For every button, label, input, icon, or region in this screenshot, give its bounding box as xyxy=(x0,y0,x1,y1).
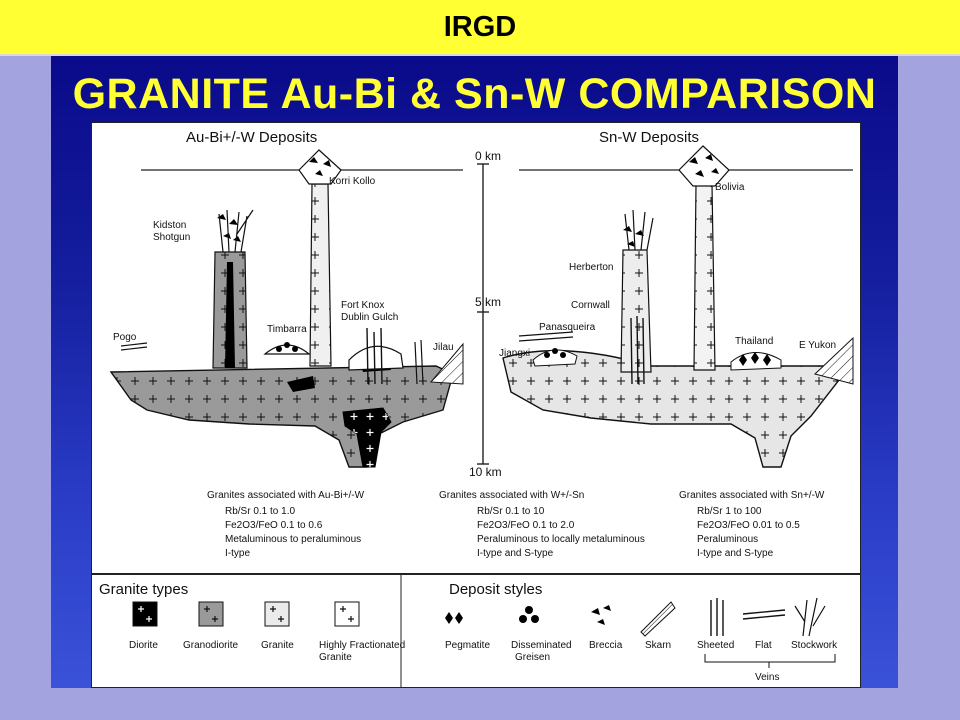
breccia-cap xyxy=(678,145,730,187)
legend-granite: Granite xyxy=(261,640,294,651)
header-bar: IRGD xyxy=(0,0,960,56)
label-herberton: Herberton xyxy=(569,262,613,273)
depth-0: 0 km xyxy=(475,149,501,163)
right-heading: Sn-W Deposits xyxy=(599,129,699,146)
sheeted-veins xyxy=(630,315,645,385)
note-mid-1: Rb/Sr 0.1 to 10 xyxy=(477,506,545,517)
note-left-4: I-type xyxy=(225,548,250,559)
pegmatite-symbol xyxy=(739,352,771,366)
note-mid-2: Fe2O3/FeO 0.1 to 2.0 xyxy=(477,520,575,531)
label-e-yukon: E Yukon xyxy=(799,340,836,351)
skarn-symbol xyxy=(640,601,676,637)
note-right-4: I-type and S-type xyxy=(697,548,774,559)
label-jiangxi: Jiangxi xyxy=(499,348,530,359)
note-right-2: Fe2O3/FeO 0.01 to 0.5 xyxy=(697,520,800,531)
flat-vein xyxy=(518,331,574,337)
header-title: IRGD xyxy=(443,10,517,43)
label-shotgun: Shotgun xyxy=(153,232,190,243)
skarn-body xyxy=(815,338,853,384)
swatch-highly-fractionated xyxy=(334,601,360,627)
skarn-body xyxy=(431,344,463,384)
legend-diorite: Diorite xyxy=(129,640,158,651)
veins-bracket xyxy=(704,654,836,668)
granite-notes: Granites associated with Au-Bi+/-W Rb/Sr… xyxy=(207,490,825,559)
legend-granite-title: Granite types xyxy=(99,581,188,598)
label-bolivia: Bolivia xyxy=(715,182,745,193)
label-pogo: Pogo xyxy=(113,332,137,343)
flat-symbol xyxy=(742,609,786,620)
pegmatite-symbol xyxy=(445,612,463,624)
slide-title: GRANITE Au-Bi & Sn-W COMPARISON xyxy=(72,70,877,118)
label-kidston: Kidston xyxy=(153,220,186,231)
note-left-3: Metaluminous to peraluminous xyxy=(225,534,361,545)
flat-vein xyxy=(120,342,148,347)
au-bi-section: Au-Bi+/-W Deposits xyxy=(109,129,464,468)
disseminated-symbol xyxy=(519,606,539,623)
note-mid-title: Granites associated with W+/-Sn xyxy=(439,490,584,501)
note-left-2: Fe2O3/FeO 0.1 to 0.6 xyxy=(225,520,323,531)
note-mid-3: Peraluminous to locally metaluminous xyxy=(477,534,645,545)
legend-breccia: Breccia xyxy=(589,640,623,651)
note-right-1: Rb/Sr 1 to 100 xyxy=(697,506,762,517)
legend-stockwork: Stockwork xyxy=(791,640,838,651)
sn-w-section: Sn-W Deposits Bolivia Herberton C xyxy=(499,129,854,468)
note-mid-4: I-type and S-type xyxy=(477,548,554,559)
swatch-granite xyxy=(264,601,290,627)
depth-5: 5 km xyxy=(475,295,501,309)
left-heading: Au-Bi+/-W Deposits xyxy=(186,129,317,146)
sheeted-symbol xyxy=(710,598,724,636)
breccia-cap xyxy=(298,149,342,185)
note-right-title: Granites associated with Sn+/-W xyxy=(679,490,825,501)
breccia-symbol xyxy=(591,605,611,625)
diorite-dyke xyxy=(225,262,235,368)
legend-highly-fractionated: Highly Fractionated xyxy=(319,640,405,651)
label-dublin-gulch: Dublin Gulch xyxy=(341,312,398,323)
legend-pegmatite: Pegmatite xyxy=(445,640,490,651)
legend-deposit-title: Deposit styles xyxy=(449,581,542,598)
depth-10: 10 km xyxy=(469,465,502,479)
label-thailand: Thailand xyxy=(735,336,773,347)
legend: Granite types Deposit styles Diorite Gra… xyxy=(91,573,861,688)
label-cornwall: Cornwall xyxy=(571,300,610,311)
legend-flat: Flat xyxy=(755,640,772,651)
note-left-1: Rb/Sr 0.1 to 1.0 xyxy=(225,506,295,517)
stockwork-veins xyxy=(624,209,654,251)
stockwork-symbol xyxy=(794,597,826,637)
swatch-granodiorite xyxy=(198,601,224,627)
legend-veins: Veins xyxy=(755,672,779,683)
label-panasqueira: Panasqueira xyxy=(539,322,596,333)
legend-disseminated: Disseminated xyxy=(511,640,572,651)
stockwork-veins xyxy=(218,209,254,253)
label-jilau: Jilau xyxy=(433,342,454,353)
legend-granodiorite: Granodiorite xyxy=(183,640,238,651)
label-fort-knox: Fort Knox xyxy=(341,300,384,311)
swatch-diorite xyxy=(132,601,158,627)
note-left-title: Granites associated with Au-Bi+/-W xyxy=(207,490,365,501)
depth-scale: 0 km 5 km 10 km xyxy=(469,149,502,479)
diorite-pod xyxy=(287,376,315,392)
legend-skarn: Skarn xyxy=(645,640,671,651)
legend-sheeted: Sheeted xyxy=(697,640,734,651)
legend-greisen: Greisen xyxy=(515,652,550,663)
sheeted-veins xyxy=(366,327,383,385)
note-right-3: Peraluminous xyxy=(697,534,758,545)
label-korri-kollo: Korri Kollo xyxy=(329,176,376,187)
label-timbarra: Timbarra xyxy=(267,324,307,335)
comparison-diagram: Au-Bi+/-W Deposits xyxy=(91,122,861,688)
legend-highly-fractionated-2: Granite xyxy=(319,652,352,663)
